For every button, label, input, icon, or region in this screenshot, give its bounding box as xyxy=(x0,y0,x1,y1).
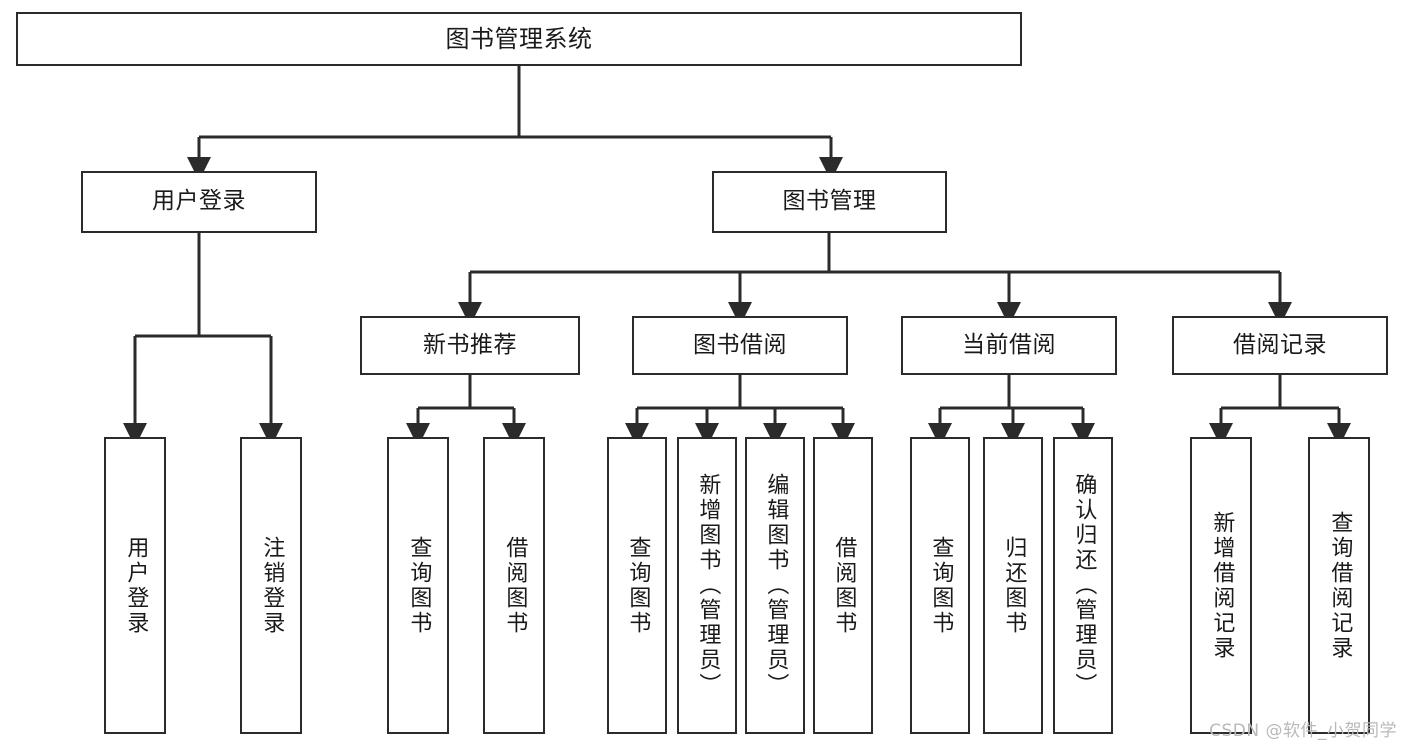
node-leaf-query-book-current-label: 查询图书 xyxy=(928,535,954,636)
node-leaf-query-book-recommend-label: 查询图书 xyxy=(406,535,432,636)
node-leaf-query-book-borrow[interactable]: 查询图书 xyxy=(607,437,667,734)
node-leaf-logout-login[interactable]: 注销登录 xyxy=(240,437,302,734)
node-user-login[interactable]: 用户登录 xyxy=(81,171,317,233)
node-new-book-recommend[interactable]: 新书推荐 xyxy=(360,316,580,375)
node-leaf-confirm-return-admin-label: 确认归还（管理员） xyxy=(1071,473,1097,698)
node-leaf-query-book-borrow-label: 查询图书 xyxy=(625,535,651,636)
node-current-borrow[interactable]: 当前借阅 xyxy=(901,316,1117,375)
node-root-label: 图书管理系统 xyxy=(445,24,593,53)
node-leaf-query-borrow-record-label: 查询借阅记录 xyxy=(1327,510,1353,661)
node-leaf-add-borrow-record[interactable]: 新增借阅记录 xyxy=(1190,437,1252,734)
node-new-book-recommend-label: 新书推荐 xyxy=(423,331,517,358)
node-book-manage-label: 图书管理 xyxy=(782,188,877,215)
node-current-borrow-label: 当前借阅 xyxy=(962,331,1056,358)
node-leaf-add-book-admin-label: 新增图书（管理员） xyxy=(695,473,721,698)
node-leaf-borrow-book-recommend[interactable]: 借阅图书 xyxy=(483,437,545,734)
node-book-manage[interactable]: 图书管理 xyxy=(712,171,947,233)
node-leaf-confirm-return-admin[interactable]: 确认归还（管理员） xyxy=(1053,437,1113,734)
node-leaf-edit-book-admin[interactable]: 编辑图书（管理员） xyxy=(745,437,805,734)
node-leaf-return-book-label: 归还图书 xyxy=(1001,535,1027,636)
node-leaf-user-login-label: 用户登录 xyxy=(123,535,149,636)
node-borrow-record-label: 借阅记录 xyxy=(1233,331,1327,358)
node-root[interactable]: 图书管理系统 xyxy=(16,12,1022,66)
node-borrow-record[interactable]: 借阅记录 xyxy=(1172,316,1388,375)
node-leaf-borrow-book-label: 借阅图书 xyxy=(831,535,857,636)
node-leaf-edit-book-admin-label: 编辑图书（管理员） xyxy=(763,473,789,698)
node-leaf-logout-login-label: 注销登录 xyxy=(259,535,285,636)
node-leaf-query-book-recommend[interactable]: 查询图书 xyxy=(387,437,449,734)
node-leaf-return-book[interactable]: 归还图书 xyxy=(983,437,1043,734)
node-leaf-add-borrow-record-label: 新增借阅记录 xyxy=(1209,510,1235,661)
node-leaf-query-book-current[interactable]: 查询图书 xyxy=(910,437,970,734)
node-book-borrow-label: 图书借阅 xyxy=(693,331,787,358)
node-user-login-label: 用户登录 xyxy=(152,188,246,215)
csdn-watermark: CSDN @软件_小贺同学 xyxy=(1209,721,1397,741)
node-leaf-borrow-book[interactable]: 借阅图书 xyxy=(813,437,873,734)
node-leaf-add-book-admin[interactable]: 新增图书（管理员） xyxy=(677,437,737,734)
node-book-borrow[interactable]: 图书借阅 xyxy=(632,316,848,375)
node-leaf-user-login[interactable]: 用户登录 xyxy=(104,437,166,734)
node-leaf-query-borrow-record[interactable]: 查询借阅记录 xyxy=(1308,437,1370,734)
node-leaf-borrow-book-recommend-label: 借阅图书 xyxy=(502,535,528,636)
